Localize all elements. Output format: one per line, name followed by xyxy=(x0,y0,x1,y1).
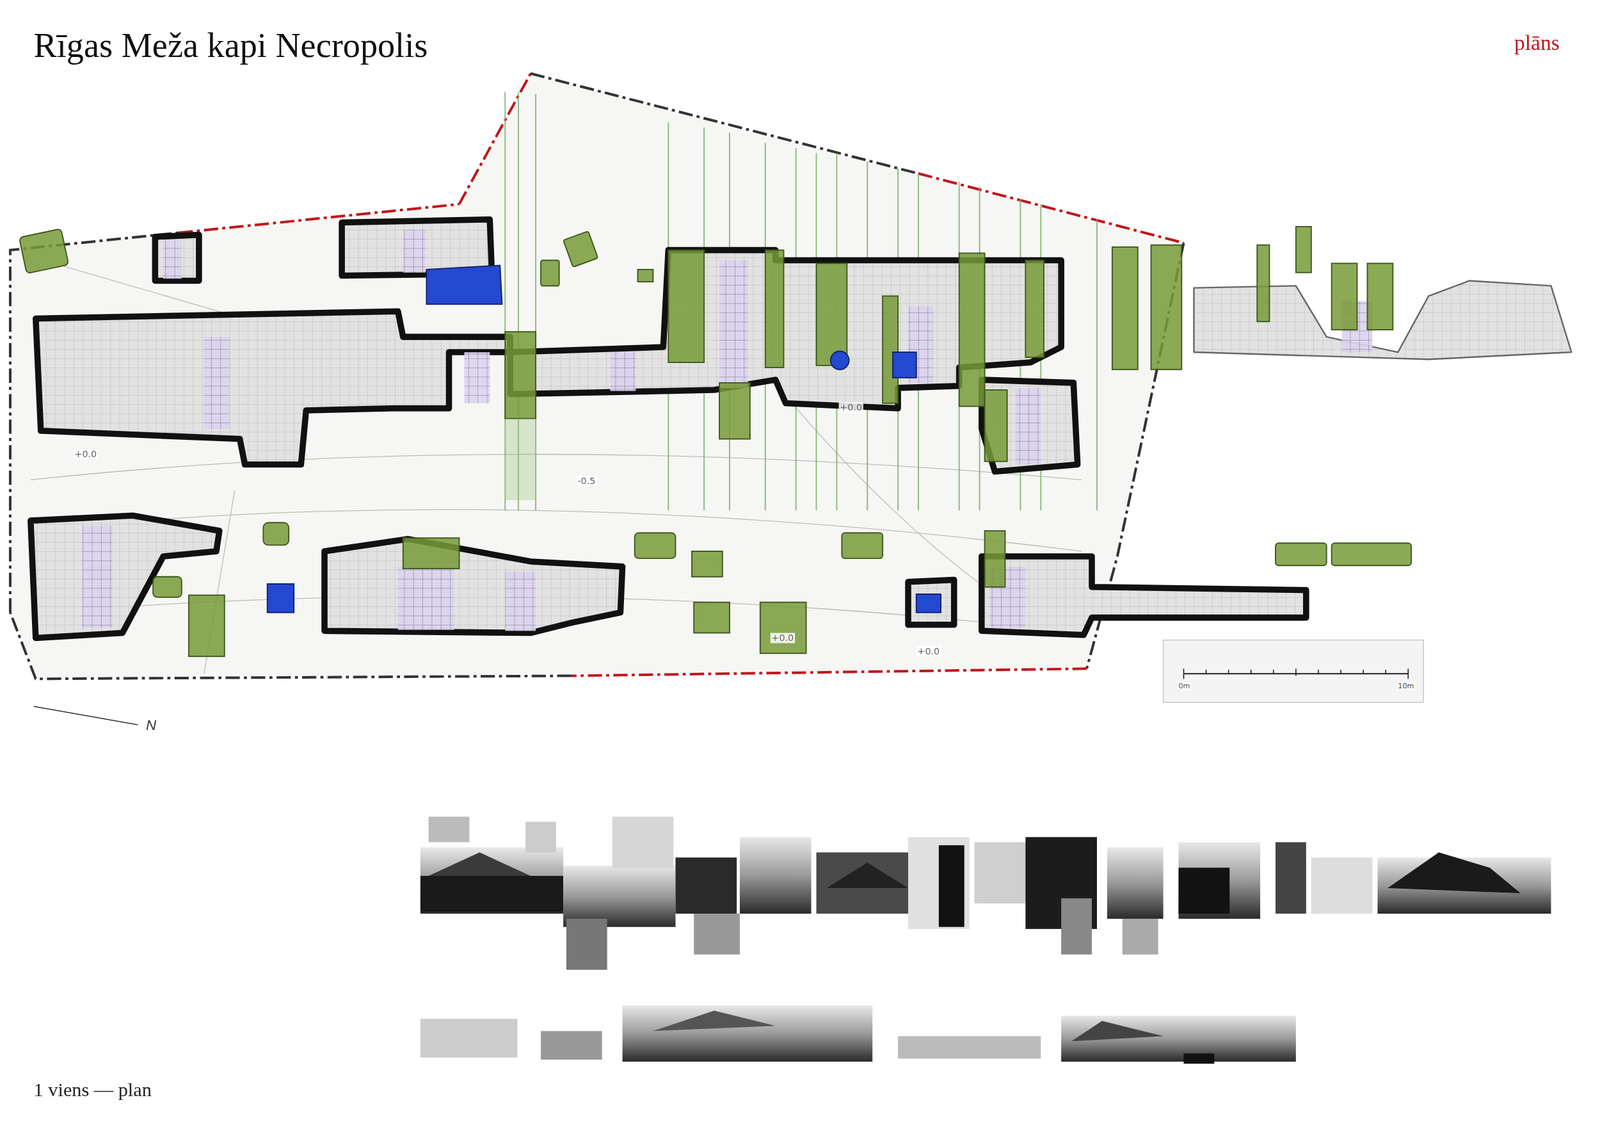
level-mark: +0.0 xyxy=(73,449,98,460)
planting xyxy=(19,226,1412,656)
sheet-label: plāns xyxy=(1514,30,1560,56)
tree-lines xyxy=(504,91,1097,511)
level-mark: +0.0 xyxy=(839,401,864,413)
level-mark: +0.0 xyxy=(770,632,795,644)
pencil-lines xyxy=(30,265,1082,674)
water xyxy=(267,265,941,613)
level-mark: -0.5 xyxy=(576,475,597,486)
sheet-caption: 1 viens — plan xyxy=(33,1078,152,1101)
scale-label: 0m xyxy=(1178,681,1191,690)
photo-collage xyxy=(420,816,1552,1064)
site-boundary xyxy=(10,73,1184,679)
north-arrow xyxy=(33,705,139,725)
buildings xyxy=(30,219,1572,639)
level-mark: +0.0 xyxy=(916,645,941,656)
sheet-title: Rīgas Meža kapi Necropolis xyxy=(33,25,429,66)
scale-bar xyxy=(1163,640,1424,703)
scale-label: 10m xyxy=(1397,681,1414,690)
paved-strips xyxy=(81,229,1373,632)
site-ground xyxy=(10,73,1184,679)
north-label: N xyxy=(145,716,157,733)
